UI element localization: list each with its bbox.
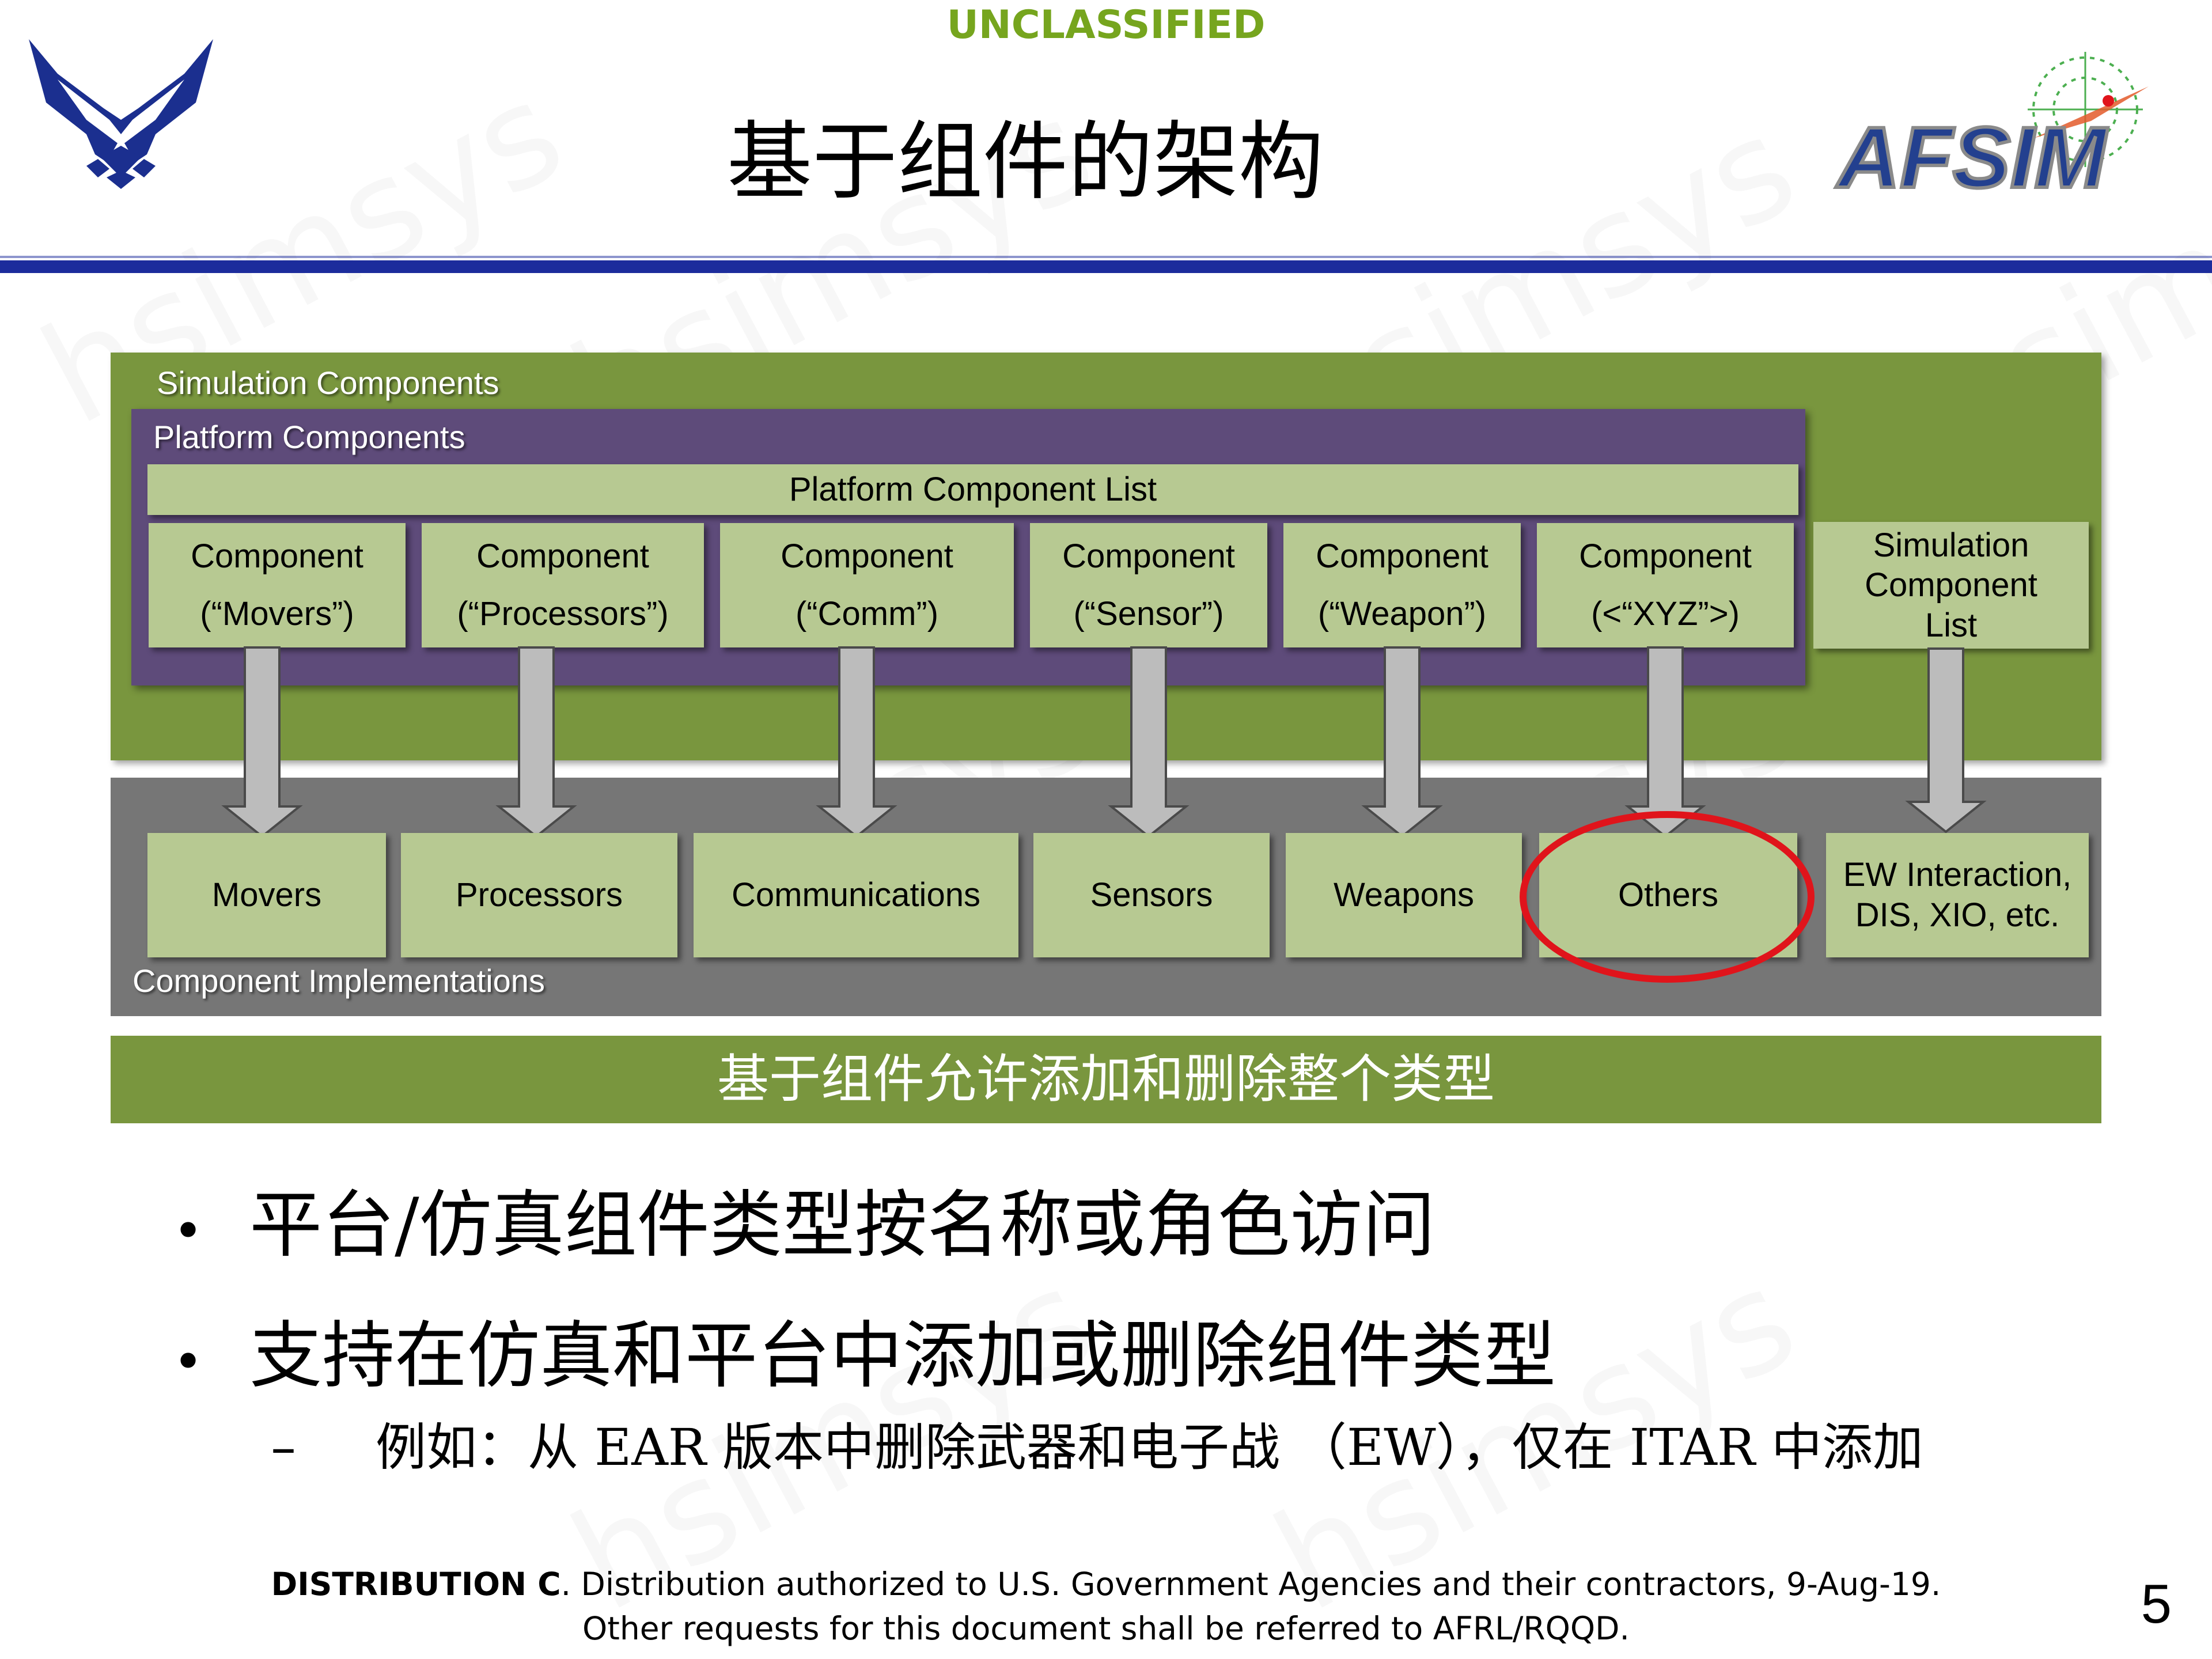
summary-banner-text: 基于组件允许添加和删除整个类型 <box>717 1049 1495 1109</box>
simulation-components-label: Simulation Components <box>157 365 499 401</box>
component-type: (“Comm”) <box>795 595 939 633</box>
component-implementations-label: Component Implementations <box>132 963 545 999</box>
impl-label-line1: EW Interaction, <box>1843 856 2072 894</box>
impl-label: Communications <box>732 876 980 914</box>
component-type: (<“XYZ”>) <box>1591 595 1740 633</box>
impl-label-line2: DIS, XIO, etc. <box>1855 896 2060 934</box>
afsim-logo-text: AFSIM <box>1835 109 2108 206</box>
sub-bullet-dash: – <box>271 1418 296 1477</box>
bullet-dot: • <box>173 1201 204 1262</box>
component-movers: Component (“Movers”) <box>149 523 406 647</box>
simulation-component-list: Simulation Component List <box>1813 522 2089 649</box>
bullet-dot: • <box>173 1332 204 1392</box>
component-title: Component <box>191 537 363 575</box>
impl-weapons: Weapons <box>1286 833 1522 957</box>
platform-components-label: Platform Components <box>153 419 465 455</box>
distribution-label: DISTRIBUTION C <box>271 1566 561 1603</box>
impl-communications: Communications <box>694 833 1018 957</box>
others-highlight-circle <box>1520 811 1815 983</box>
component-type: (“Movers”) <box>200 595 354 633</box>
component-title: Component <box>1062 537 1235 575</box>
distribution-line-1: DISTRIBUTION C. Distribution authorized … <box>0 1562 2212 1607</box>
component-comm: Component (“Comm”) <box>720 523 1014 647</box>
sub-bullet-item: – 例如：从 EAR 版本中删除武器和电子战 （EW），仅在 ITAR 中添加 <box>271 1407 1923 1480</box>
scl-line: Component <box>1865 566 2037 604</box>
impl-processors: Processors <box>401 833 677 957</box>
component-processors: Component (“Processors”) <box>422 523 704 647</box>
impl-movers: Movers <box>147 833 386 957</box>
bullet-text: 平台/仿真组件类型按名称或角色访问 <box>249 1183 1435 1267</box>
component-title: Component <box>781 537 953 575</box>
impl-label: Movers <box>211 876 322 914</box>
classification-label: UNCLASSIFIED <box>946 2 1266 48</box>
slide-title: 基于组件的架构 <box>727 112 1324 211</box>
impl-label: Sensors <box>1090 876 1213 914</box>
platform-component-list: Platform Component List <box>147 464 1798 515</box>
component-sensor: Component (“Sensor”) <box>1030 523 1267 647</box>
platform-component-list-label: Platform Component List <box>789 471 1157 509</box>
bullet-text: 支持在仿真和平台中添加或删除组件类型 <box>249 1313 1556 1398</box>
scl-line: Simulation <box>1873 526 2029 564</box>
summary-banner: 基于组件允许添加和删除整个类型 <box>111 1036 2101 1123</box>
component-type: (“Processors”) <box>457 595 669 633</box>
component-title: Component <box>1316 537 1488 575</box>
distribution-line-2: Other requests for this document shall b… <box>582 1610 1630 1647</box>
impl-sensors: Sensors <box>1033 833 1270 957</box>
header-rule <box>0 260 2212 273</box>
sub-bullet-text: 例如：从 EAR 版本中删除武器和电子战 （EW），仅在 ITAR 中添加 <box>375 1418 1924 1477</box>
scl-line: List <box>1925 606 1978 644</box>
component-type: (“Weapon”) <box>1317 595 1487 633</box>
bullet-item: • 平台/仿真组件类型按名称或角色访问 <box>173 1166 1435 1271</box>
component-weapon: Component (“Weapon”) <box>1283 523 1521 647</box>
impl-label: Processors <box>455 876 623 914</box>
distribution-text: . Distribution authorized to U.S. Govern… <box>560 1566 1941 1603</box>
component-type: (“Sensor”) <box>1073 595 1224 633</box>
impl-label: Weapons <box>1334 876 1474 914</box>
header-rule-thin <box>0 256 2212 258</box>
distribution-statement: DISTRIBUTION C. Distribution authorized … <box>0 1562 2212 1651</box>
page-number: 5 <box>2141 1573 2172 1635</box>
component-xyz: Component (<“XYZ”>) <box>1537 523 1794 647</box>
component-title: Component <box>1579 537 1752 575</box>
air-force-logo <box>29 39 213 189</box>
afsim-logo: AFSIM <box>1834 52 2149 207</box>
component-title: Component <box>476 537 649 575</box>
bullet-item: • 支持在仿真和平台中添加或删除组件类型 <box>173 1297 1556 1402</box>
impl-ew-interaction: EW Interaction, DIS, XIO, etc. <box>1826 833 2089 957</box>
